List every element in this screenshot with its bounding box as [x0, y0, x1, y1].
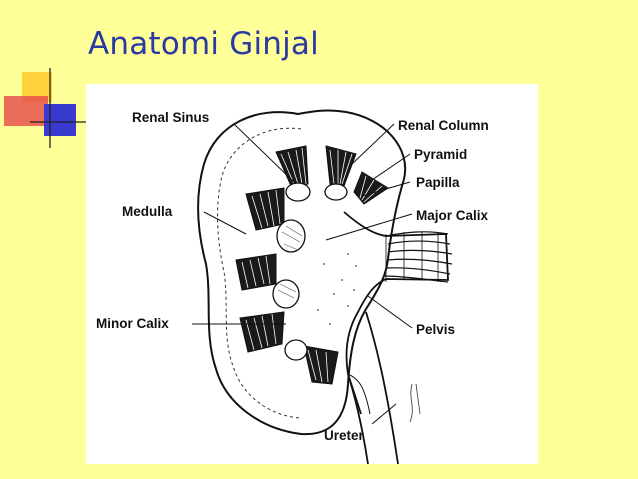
hilum-vessels — [383, 231, 453, 283]
pyramid-striations — [241, 147, 383, 383]
kidney-outline — [197, 109, 407, 436]
deco-blue-square — [44, 104, 76, 136]
label-renal-sinus: Renal Sinus — [132, 110, 209, 125]
artist-signature — [409, 383, 421, 423]
deco-red-square — [4, 96, 48, 126]
slide-title: Anatomi Ginjal — [88, 26, 319, 62]
calix-texture — [277, 225, 303, 299]
cortex-inner-line — [217, 127, 302, 419]
label-pelvis: Pelvis — [416, 322, 455, 337]
ureter — [347, 311, 399, 464]
label-medulla: Medulla — [122, 204, 173, 219]
corner-decoration — [4, 68, 110, 148]
renal-pelvis — [343, 211, 449, 415]
calix-5 — [284, 339, 308, 361]
leader-lines — [192, 123, 413, 425]
label-major-calix: Major Calix — [416, 208, 489, 223]
label-minor-calix: Minor Calix — [96, 316, 169, 331]
pelvis-texture — [317, 253, 357, 325]
label-ureter: Ureter — [324, 428, 365, 443]
calix-1 — [285, 182, 311, 202]
label-renal-column: Renal Column — [398, 118, 489, 133]
pyramid-7 — [303, 345, 339, 385]
label-papilla: Papilla — [416, 175, 460, 190]
calix-2 — [324, 183, 348, 201]
label-pyramid: Pyramid — [414, 147, 467, 162]
kidney-diagram: Renal Sinus Renal Column Pyramid Papilla… — [86, 84, 538, 464]
